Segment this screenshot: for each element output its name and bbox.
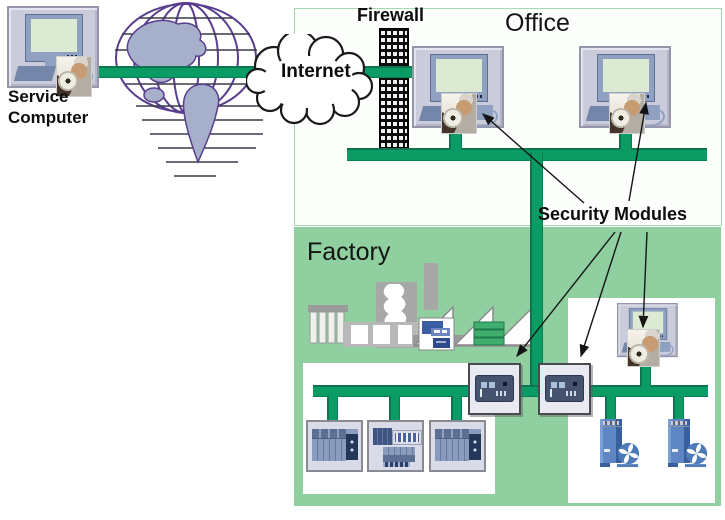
plc-icon (429, 420, 486, 472)
drive-pump-icon (666, 419, 710, 468)
internet-cloud-icon (244, 29, 378, 128)
plc1-drop-line (327, 396, 338, 421)
service-computer-label: Service Computer (8, 87, 89, 127)
office-label: Office (505, 9, 570, 37)
security-module-photo-icon (609, 93, 645, 134)
plc-icon (306, 420, 363, 472)
office-bus-line (347, 148, 707, 161)
monitor (25, 14, 83, 62)
security-module-photo-icon (56, 56, 92, 97)
drive-pump-icon (598, 419, 642, 468)
factory-workstation-drop-line (640, 356, 651, 387)
factory-label: Factory (307, 238, 391, 266)
factory-building-icon (308, 263, 533, 351)
globe-icon (115, 2, 263, 177)
firewall-label: Firewall (357, 5, 425, 25)
office-factory-trunk-line (530, 152, 543, 397)
drive1-drop-line (605, 396, 616, 421)
plc-icon (367, 420, 424, 472)
security-module-device-icon (468, 363, 521, 415)
firewall-brick-icon (379, 28, 409, 149)
security-module-photo-icon (441, 93, 477, 134)
internet-label: Internet (281, 61, 351, 82)
plc2-drop-line (389, 396, 400, 421)
security-module-photo-icon (627, 329, 660, 367)
plc3-drop-line (451, 396, 462, 421)
drive2-drop-line (673, 396, 684, 421)
security-module-device-icon (538, 363, 591, 415)
security-modules-label: Security Modules (538, 204, 688, 224)
